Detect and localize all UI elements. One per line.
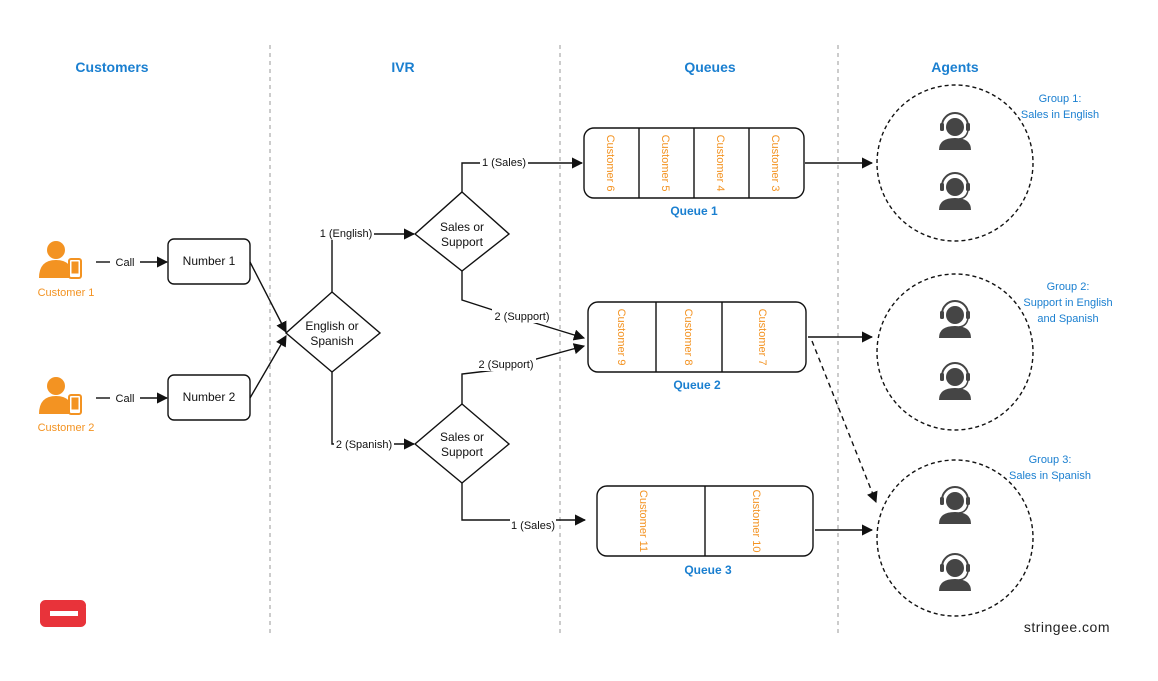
group-1-title: Group 1: — [1039, 93, 1082, 105]
number-1-label: Number 1 — [183, 254, 236, 268]
group-2-desc: and Spanish — [1037, 313, 1098, 325]
customer-2: Customer 2 — [38, 376, 95, 434]
queue-3-slot: Customer 11 — [637, 490, 649, 552]
queue-1-name: Queue 1 — [670, 204, 718, 218]
queue-1: Customer 6 Customer 5 Customer 4 Custome… — [583, 127, 805, 218]
headset-agent-icon — [938, 300, 972, 339]
group-2-circle — [876, 273, 1034, 431]
headset-agent-icon — [938, 553, 972, 592]
queue-1-slot: Customer 6 — [604, 135, 616, 192]
spanish-sales-label: 1 (Sales) — [511, 520, 555, 532]
group-2-title: Group 2: — [1047, 281, 1090, 293]
english-support-label: 2 (Support) — [494, 311, 549, 323]
headset-agent-icon — [938, 362, 972, 401]
stringee-logo — [40, 600, 86, 627]
number-2-label: Number 2 — [183, 390, 236, 404]
customer-2-label: Customer 2 — [38, 422, 95, 434]
spanish-branch-label: 2 (Spanish) — [336, 439, 392, 451]
call-label-1: Call — [116, 257, 135, 269]
group-3-desc: Sales in Spanish — [1009, 470, 1091, 482]
queue-1-slot: Customer 3 — [769, 135, 781, 192]
column-header-customers: Customers — [75, 59, 148, 75]
agent-group-2: Group 2: Support in English and Spanish — [876, 273, 1113, 431]
english-sales-label: 1 (Sales) — [482, 157, 526, 169]
column-header-ivr: IVR — [391, 59, 414, 75]
person-phone-icon — [38, 376, 82, 415]
headset-agent-icon — [938, 112, 972, 151]
queue-2-slot: Customer 8 — [682, 309, 694, 366]
queue-2-name: Queue 2 — [673, 378, 721, 392]
column-header-agents: Agents — [931, 59, 979, 75]
person-phone-icon — [38, 240, 82, 279]
brand-text: stringee.com — [1024, 619, 1110, 635]
agent-group-3: Group 3: Sales in Spanish — [876, 454, 1091, 617]
queue-2-slot: Customer 7 — [756, 309, 768, 366]
queue-2-slot: Customer 9 — [615, 309, 627, 366]
column-header-queues: Queues — [684, 59, 736, 75]
english-branch-label: 1 (English) — [320, 228, 373, 240]
spanish-support-label: 2 (Support) — [478, 359, 533, 371]
queue-3: Customer 11 Customer 10 Queue 3 — [596, 485, 814, 577]
group-1-circle — [876, 84, 1034, 242]
headset-agent-icon — [938, 172, 972, 211]
queue-1-slot: Customer 5 — [659, 135, 671, 192]
call-label-2: Call — [116, 393, 135, 405]
group-3-title: Group 3: — [1029, 454, 1072, 466]
group-3-circle — [876, 459, 1034, 617]
headset-agent-icon — [938, 486, 972, 525]
queue-1-slot: Customer 4 — [714, 135, 726, 192]
queue-3-slot: Customer 10 — [750, 490, 762, 553]
customer-1: Customer 1 — [38, 240, 95, 299]
agent-group-1: Group 1: Sales in English — [876, 84, 1099, 242]
queue-3-name: Queue 3 — [684, 563, 732, 577]
number-1-box — [167, 238, 251, 285]
group-2-desc: Support in English — [1023, 297, 1112, 309]
customer-1-label: Customer 1 — [38, 287, 95, 299]
group-1-desc: Sales in English — [1021, 109, 1099, 121]
queue-2: Customer 9 Customer 8 Customer 7 Queue 2 — [587, 301, 807, 392]
queue-2-box — [587, 301, 807, 373]
